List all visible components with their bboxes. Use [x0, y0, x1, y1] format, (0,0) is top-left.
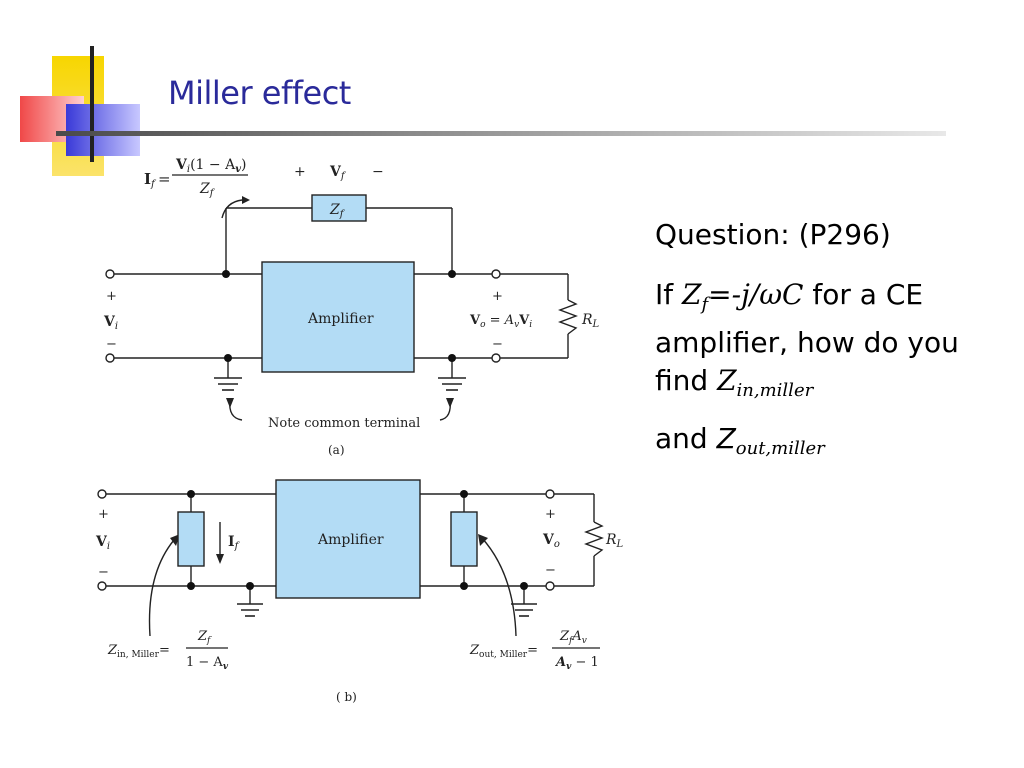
zf-box-label: Zf: [329, 202, 346, 220]
amp-label-a: Amplifier: [307, 311, 374, 327]
zout-miller-lhs: Zout, Miller=: [469, 643, 538, 660]
zin-miller-box: [177, 511, 205, 567]
question-body: If Zf=-j/ωC for a CE amplifier, how do y…: [655, 276, 985, 410]
deco-vertical-line: [90, 46, 94, 162]
rl-label-a: RL: [581, 312, 600, 330]
rl-label-b: RL: [605, 532, 624, 550]
question-middle: for a CE amplifier, how do you find: [655, 278, 959, 397]
vo-plus-a: +: [492, 289, 503, 304]
amplifier-block-a: [261, 261, 415, 373]
zin-symbol: Z: [717, 364, 737, 397]
vo-equation: Vo = AvVi: [469, 313, 532, 330]
zout-miller-box: [450, 511, 478, 567]
zout-miller-denominator: Av − 1: [554, 655, 599, 672]
zin-miller-denominator: 1 − Av: [186, 655, 229, 672]
question-end: and Zout,miller: [655, 420, 985, 468]
if-eq-equals: =: [158, 170, 171, 188]
zf-box-a: [311, 194, 367, 222]
zout-sub: out,miller: [735, 438, 825, 459]
question-heading: Question: (P296): [655, 218, 891, 251]
caption-b: ( b): [336, 690, 357, 704]
vf-plus: +: [294, 164, 306, 180]
amplifier-block-b: [275, 479, 421, 599]
deco-blue-square: [66, 104, 140, 156]
if-eq-lhs: If: [144, 170, 157, 190]
caption-a: (a): [328, 443, 345, 457]
vo-label-b: Vo: [542, 532, 560, 550]
slide-title: Miller effect: [168, 74, 351, 112]
if-eq-denominator: Zf: [199, 181, 216, 199]
vi-plus-a: +: [106, 289, 117, 304]
title-underline: [56, 131, 946, 136]
vi-minus-a: −: [106, 337, 117, 352]
if-eq-numerator: Vi(1 − Av): [175, 157, 246, 175]
zf-value: =-j/ωC: [708, 278, 804, 311]
vi-plus-b: +: [98, 507, 109, 522]
if-word: If: [655, 278, 683, 311]
note-common-terminal: Note common terminal: [268, 416, 420, 431]
vo-plus-b: +: [545, 507, 556, 522]
vi-minus-b: −: [98, 565, 109, 580]
zf-symbol: Z: [682, 278, 702, 311]
and-word: and: [655, 422, 717, 455]
zout-miller-numerator: ZfAv: [559, 629, 587, 646]
zin-sub: in,miller: [736, 380, 814, 401]
vo-minus-a: −: [492, 337, 503, 352]
zout-symbol: Z: [716, 422, 736, 455]
vf-minus: −: [372, 164, 384, 180]
vf-label: Vf: [329, 164, 347, 182]
vo-minus-b: −: [545, 563, 556, 578]
vi-label-a: Vi: [103, 314, 118, 332]
zin-miller-lhs: Zin, Miller=: [107, 643, 170, 660]
vi-label-b: Vi: [95, 534, 110, 552]
zf-sub: f: [701, 294, 709, 315]
amp-label-b: Amplifier: [317, 532, 384, 548]
if-label-b: If: [228, 534, 241, 552]
zin-miller-numerator: Zf: [197, 629, 212, 646]
